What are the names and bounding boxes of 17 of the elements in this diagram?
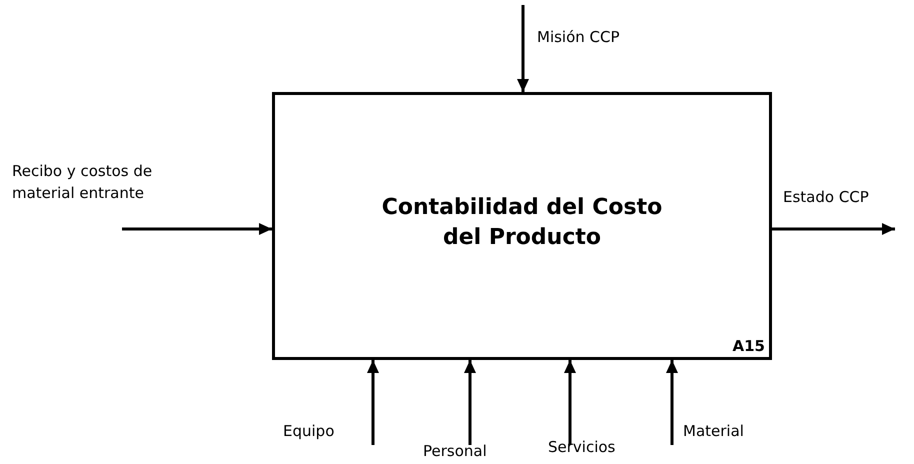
arrow — [772, 223, 895, 235]
arrow-label: Recibo y costos de material entrante — [12, 160, 212, 204]
arrow — [564, 360, 576, 445]
function-title: Contabilidad del Costo del Producto — [380, 194, 664, 252]
arrow-label: Estado CCP — [783, 186, 893, 208]
arrow-label: Servicios — [548, 436, 630, 458]
arrow — [464, 360, 476, 445]
arrow — [666, 360, 678, 445]
arrow-label: Material — [683, 420, 763, 442]
arrow — [122, 223, 272, 235]
arrow-label: Personal — [423, 440, 503, 462]
arrow — [517, 5, 529, 92]
arrow-label: Equipo — [283, 420, 353, 442]
node-number: A15 — [732, 337, 765, 355]
arrow — [367, 360, 379, 445]
arrow-label: Misión CCP — [537, 26, 637, 48]
function-box — [272, 92, 772, 360]
